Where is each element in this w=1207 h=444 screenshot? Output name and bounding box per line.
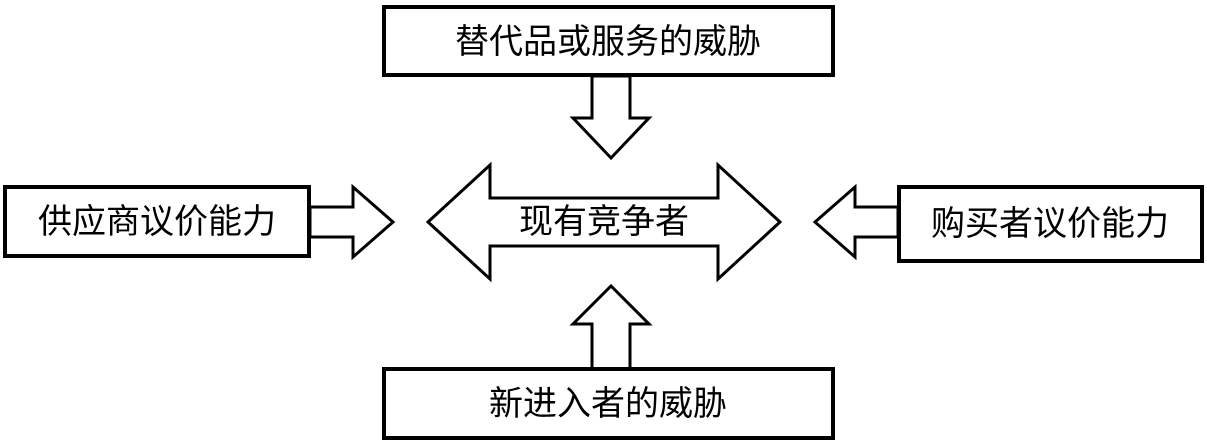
bottom-force-box: 新进入者的威胁 bbox=[382, 367, 835, 440]
top-force-label: 替代品或服务的威胁 bbox=[455, 22, 761, 62]
right-force-box: 购买者议价能力 bbox=[897, 185, 1204, 263]
center-label: 现有竞争者 bbox=[519, 202, 689, 242]
center-double-arrow bbox=[425, 161, 783, 283]
left-force-box: 供应商议价能力 bbox=[3, 185, 311, 258]
center-competitors: 现有竞争者 bbox=[425, 161, 783, 283]
left-arrow bbox=[812, 183, 900, 261]
top-force-box: 替代品或服务的威胁 bbox=[382, 5, 835, 77]
left-force-label: 供应商议价能力 bbox=[38, 202, 276, 242]
right-arrow bbox=[308, 183, 396, 261]
right-force-label: 购买者议价能力 bbox=[931, 204, 1169, 244]
down-arrow bbox=[569, 74, 653, 161]
bottom-force-label: 新进入者的威胁 bbox=[489, 384, 727, 424]
up-arrow bbox=[569, 283, 653, 371]
